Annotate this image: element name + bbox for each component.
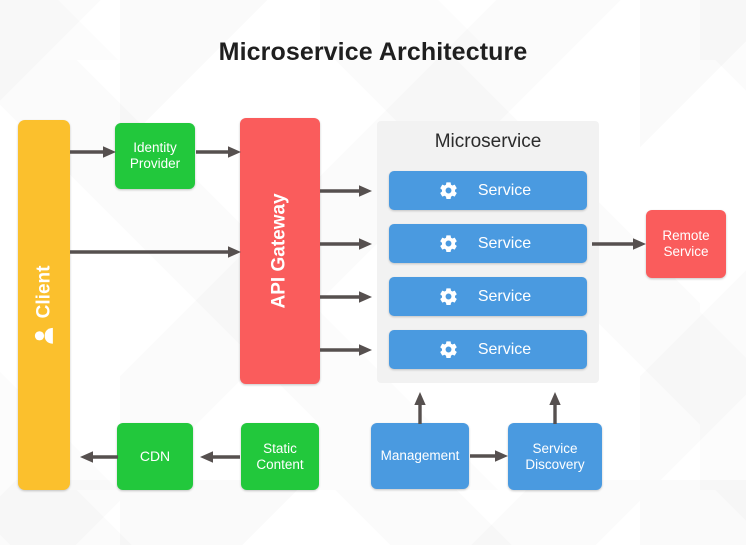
node-service-3[interactable]: Service [389, 277, 587, 316]
node-service-1[interactable]: Service [389, 171, 587, 210]
node-client-label: Client [33, 265, 55, 319]
microservice-panel-heading: Microservice [434, 131, 542, 152]
node-cdn-label: CDN [139, 448, 171, 465]
arrow-management-to-microservice [413, 392, 427, 424]
arrow-api-gateway-to-service-1 [320, 184, 372, 198]
node-client[interactable]: Client [18, 120, 70, 490]
gear-icon [439, 340, 458, 359]
arrow-identity-provider-to-api-gateway [196, 145, 241, 159]
node-service-1-label: Service [477, 181, 532, 199]
node-service-2[interactable]: Service [389, 224, 587, 263]
node-service-discovery[interactable]: Service Discovery [508, 423, 602, 490]
node-cdn[interactable]: CDN [117, 423, 193, 490]
person-icon [34, 327, 54, 344]
arrow-api-gateway-to-service-4 [320, 343, 372, 357]
arrow-service-discovery-to-microservice [548, 392, 562, 424]
arrow-management-to-service-discovery [470, 449, 508, 463]
gear-icon [439, 181, 458, 200]
node-service-2-label: Service [477, 234, 532, 252]
node-static-content-label: Static Content [256, 440, 304, 472]
node-static-content[interactable]: Static Content [241, 423, 319, 490]
microservice-panel: Microservice Service Service [377, 121, 599, 383]
node-remote-service-label: Remote Service [662, 228, 710, 259]
node-api-gateway[interactable]: API Gateway [240, 118, 320, 384]
arrow-api-gateway-to-service-2 [320, 237, 372, 251]
node-management[interactable]: Management [371, 423, 469, 489]
node-api-gateway-label: API Gateway [269, 193, 291, 309]
arrow-client-to-identity-provider [70, 145, 116, 159]
arrow-api-gateway-to-service-3 [320, 290, 372, 304]
node-service-discovery-label: Service Discovery [525, 440, 585, 472]
node-identity-provider-label: Identity Provider [129, 140, 181, 171]
node-service-4-label: Service [477, 340, 532, 358]
node-service-3-label: Service [477, 287, 532, 305]
arrow-client-to-api-gateway [70, 245, 241, 259]
gear-icon [439, 234, 458, 253]
node-management-label: Management [380, 448, 460, 464]
node-identity-provider[interactable]: Identity Provider [115, 123, 195, 189]
page-title: Microservice Architecture [218, 38, 528, 66]
node-remote-service[interactable]: Remote Service [646, 210, 726, 278]
arrow-static-content-to-cdn [200, 450, 240, 464]
arrow-cdn-to-client [80, 450, 118, 464]
node-service-4[interactable]: Service [389, 330, 587, 369]
gear-icon [439, 287, 458, 306]
arrow-service-to-remote-service [592, 237, 646, 251]
